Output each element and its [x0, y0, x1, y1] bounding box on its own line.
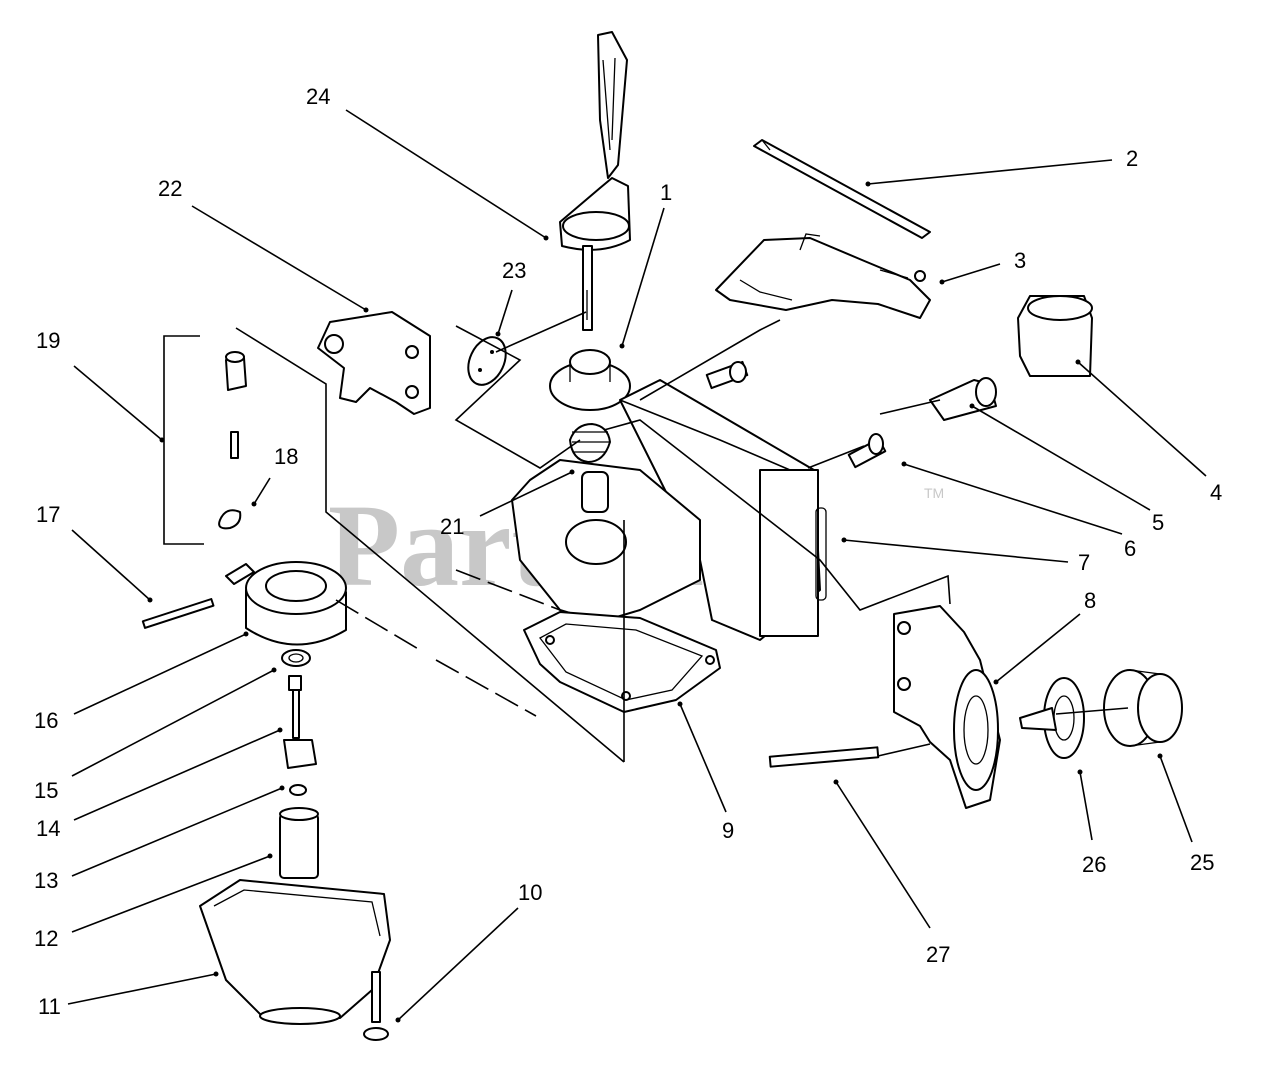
callout-3: 3 [939, 248, 1026, 285]
part-22-bracket [317, 311, 431, 415]
callout-label: 24 [306, 84, 330, 109]
part-17-pin [141, 598, 215, 629]
carburetor-body [511, 379, 827, 641]
part-16-float [225, 561, 347, 646]
part-8-diaphragm-plate [893, 605, 1001, 809]
callout-label: 15 [34, 778, 58, 803]
callout-21: 21 [440, 469, 575, 539]
callout-13: 13 [34, 785, 285, 893]
callout-label: 22 [158, 176, 182, 201]
part-13-spring [289, 784, 307, 796]
part-11-float-bowl [199, 879, 391, 1025]
callout-23: 23 [495, 258, 526, 337]
callout-label: 21 [440, 514, 464, 539]
callout-4: 4 [1075, 359, 1222, 505]
callout-label: 6 [1124, 536, 1136, 561]
callout-16: 16 [34, 631, 249, 733]
callout-10: 10 [395, 880, 542, 1023]
callout-1: 1 [619, 180, 672, 349]
callout-label: 11 [38, 994, 61, 1019]
callout-label: 10 [518, 880, 542, 905]
part-2-link-rod [753, 139, 931, 239]
callout-24: 24 [306, 84, 549, 241]
callout-6: 6 [901, 461, 1136, 561]
callout-label: 18 [274, 444, 298, 469]
callout-label: 14 [36, 816, 60, 841]
part-10-bowl-screw [363, 971, 389, 1041]
idle-screw [705, 360, 749, 390]
callout-14: 14 [36, 727, 283, 841]
callout-2: 2 [865, 146, 1138, 187]
part-9-gasket [523, 611, 721, 713]
callout-9: 9 [677, 701, 734, 843]
group-bracket-lines [163, 311, 1129, 763]
part-23-choke-plate [467, 336, 507, 386]
callout-22: 22 [158, 176, 369, 313]
callout-label: 13 [34, 868, 58, 893]
part-15-o-ring [281, 649, 311, 667]
callout-12: 12 [34, 853, 273, 951]
callout-27: 27 [833, 779, 950, 967]
part-1-pulley [549, 349, 631, 411]
callout-label: 2 [1126, 146, 1138, 171]
callout-26: 26 [1077, 769, 1106, 877]
callout-label: 27 [926, 942, 950, 967]
callout-label: 8 [1084, 588, 1096, 613]
callout-25: 25 [1157, 753, 1214, 875]
watermark-tm: TM [924, 485, 944, 501]
part-24-choke-lever [559, 31, 631, 331]
callout-18: 18 [251, 444, 298, 507]
part-3-throttle-linkage [715, 233, 931, 319]
callout-label: 4 [1210, 480, 1222, 505]
callout-label: 5 [1152, 510, 1164, 535]
callout-label: 19 [36, 328, 60, 353]
part-14-main-jet [283, 675, 317, 769]
callout-19: 19 [36, 328, 165, 443]
part-6-adjust-screw [847, 433, 887, 469]
callout-15: 15 [34, 667, 277, 803]
part-12-spacer [279, 807, 319, 879]
callout-5: 5 [969, 403, 1164, 535]
callout-17: 17 [36, 502, 153, 603]
callout-label: 25 [1190, 850, 1214, 875]
part-4-filter [1017, 295, 1093, 377]
part-19-needle-group [218, 351, 247, 530]
callout-label: 7 [1078, 550, 1090, 575]
callout-label: 23 [502, 258, 526, 283]
callout-label: 26 [1082, 852, 1106, 877]
callout-label: 9 [722, 818, 734, 843]
callout-label: 1 [660, 180, 672, 205]
callout-label: 16 [34, 708, 58, 733]
part-25-cap [1103, 669, 1183, 747]
callout-label: 3 [1014, 248, 1026, 273]
callout-11: 11 [38, 971, 219, 1019]
part-26-fitting [1019, 677, 1085, 759]
part-27-pin [768, 746, 880, 768]
callout-label: 12 [34, 926, 58, 951]
callout-label: 17 [36, 502, 60, 527]
callout-7: 7 [841, 537, 1090, 575]
callout-8: 8 [993, 588, 1096, 685]
